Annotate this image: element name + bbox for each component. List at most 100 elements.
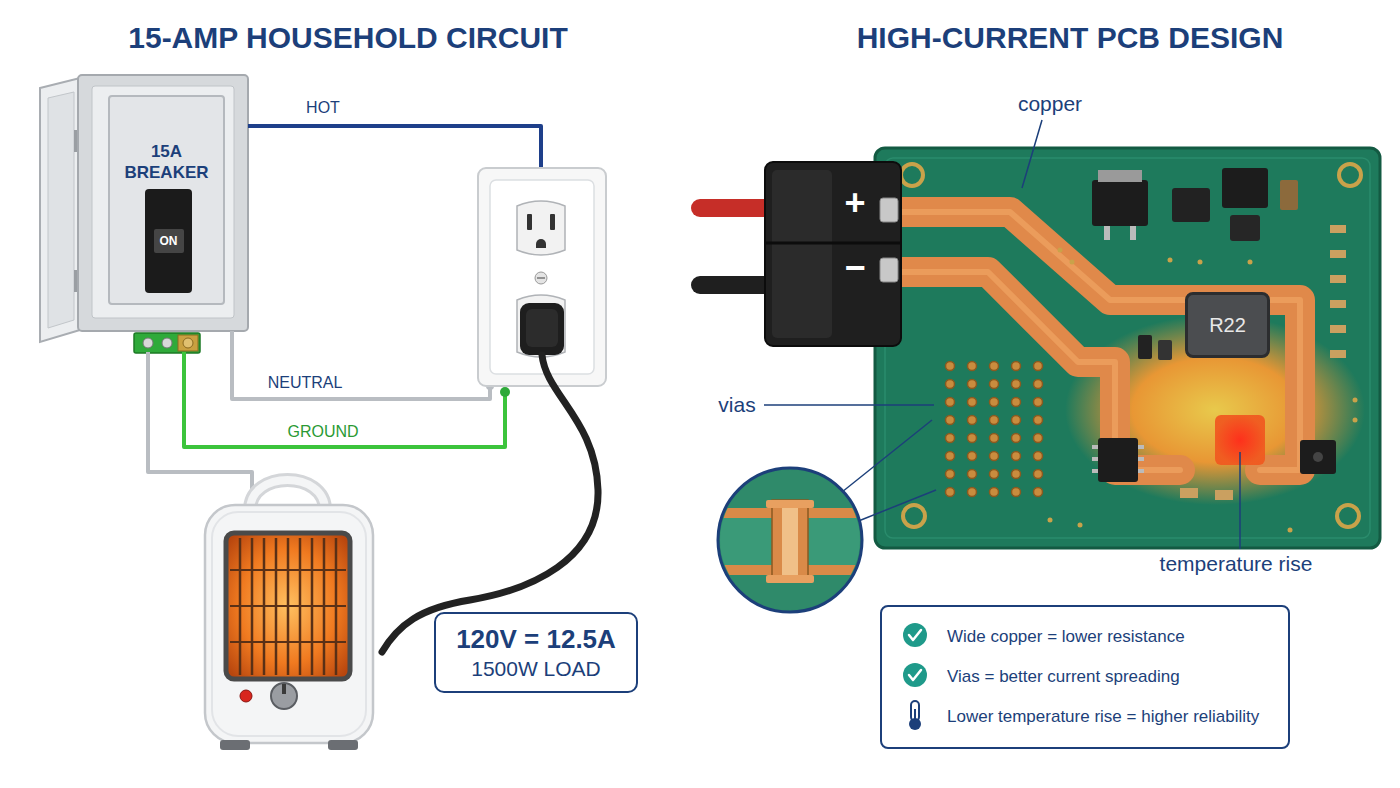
components-part bbox=[1092, 445, 1144, 473]
via-array-part bbox=[946, 380, 955, 389]
benefit-list-text: Lower temperature rise = higher reliabil… bbox=[947, 697, 1259, 737]
benefit-list-text: Wide copper = lower resistance bbox=[947, 617, 1185, 657]
circuit-board-part bbox=[885, 158, 1370, 538]
via-array-part bbox=[1012, 452, 1021, 461]
via-array-part bbox=[968, 380, 977, 389]
components-part bbox=[1330, 275, 1346, 283]
components-part bbox=[1330, 325, 1346, 333]
panel-title: 15-AMP HOUSEHOLD CIRCUIT bbox=[128, 21, 567, 56]
leader-lines-part bbox=[1022, 120, 1042, 188]
via-array-part bbox=[990, 488, 999, 497]
check-icons-part bbox=[903, 623, 927, 647]
via-zoom-part-part bbox=[772, 500, 808, 582]
via-array-part bbox=[968, 434, 977, 443]
via-zoom-part bbox=[842, 420, 932, 492]
via-zoom-part-part bbox=[766, 575, 814, 583]
space-heater-part bbox=[226, 533, 350, 679]
leader-lines bbox=[764, 120, 1240, 549]
wire-label: HOT bbox=[306, 99, 340, 117]
plug bbox=[382, 303, 598, 652]
components-part bbox=[1048, 248, 1358, 533]
space-heater-part-part bbox=[230, 569, 346, 571]
load-box-text: 120V = 12.5A bbox=[456, 623, 616, 656]
load-box: 120V = 12.5A1500W LOAD bbox=[434, 612, 638, 693]
components-part bbox=[1158, 340, 1172, 360]
via-zoom-part bbox=[856, 490, 936, 522]
neutral-wire-part bbox=[232, 331, 490, 399]
via-array-part bbox=[990, 416, 999, 425]
components bbox=[1048, 168, 1358, 533]
via-array bbox=[946, 362, 1043, 497]
terminal-block-part bbox=[880, 198, 898, 222]
components-part-part bbox=[1092, 469, 1098, 473]
components-part bbox=[1330, 225, 1346, 233]
via-array-part bbox=[968, 488, 977, 497]
components-part-part bbox=[1353, 418, 1358, 423]
components-part bbox=[1130, 226, 1136, 240]
components-part bbox=[1138, 335, 1152, 359]
via-zoom-part bbox=[700, 470, 880, 610]
breaker-enclosure bbox=[40, 75, 248, 342]
breaker-enclosure-part bbox=[92, 86, 234, 318]
components-part-part bbox=[1138, 469, 1144, 473]
wall-outlet-part bbox=[517, 201, 565, 255]
breaker-switch-text: ON bbox=[154, 229, 184, 253]
panel-title: HIGH-CURRENT PCB DESIGN bbox=[857, 21, 1284, 56]
circuit-board-part bbox=[875, 148, 1380, 548]
terminal-bar-part bbox=[134, 333, 200, 353]
via-array-part bbox=[990, 452, 999, 461]
components-part-part bbox=[1168, 258, 1173, 263]
terminal-block bbox=[765, 162, 901, 346]
benefit-list-text: Vias = better current spreading bbox=[947, 657, 1180, 697]
breaker-panel-text: 15A BREAKER bbox=[119, 141, 214, 184]
wall-outlet-part bbox=[527, 214, 532, 230]
callout-label: temperature rise bbox=[1160, 552, 1313, 576]
components-part-part bbox=[1078, 523, 1083, 528]
via-array-part bbox=[1012, 416, 1021, 425]
breaker-panel: 15A BREAKER ON bbox=[108, 95, 225, 305]
components-part bbox=[1092, 180, 1148, 226]
components-part bbox=[1222, 168, 1268, 208]
via-array-part bbox=[1012, 488, 1021, 497]
ground-wire bbox=[184, 352, 510, 447]
components-part bbox=[1313, 452, 1323, 462]
check-icons-part bbox=[909, 670, 921, 680]
wall-outlet-part bbox=[536, 239, 546, 248]
via-array-part bbox=[1034, 380, 1043, 389]
space-heater-part bbox=[328, 740, 358, 750]
check-icons-part bbox=[911, 701, 919, 721]
space-heater-part bbox=[282, 684, 286, 694]
hot-wire bbox=[248, 126, 541, 170]
callout-label: copper bbox=[1018, 92, 1082, 116]
via-zoom-part-part bbox=[700, 470, 880, 610]
check-icons-part bbox=[914, 709, 916, 722]
components-part-part bbox=[1353, 398, 1358, 403]
via-array-part bbox=[946, 398, 955, 407]
callout-label: vias bbox=[718, 393, 755, 417]
wire-label: NEUTRAL bbox=[268, 374, 343, 392]
components-part bbox=[1172, 188, 1210, 222]
terminal-block-part bbox=[765, 242, 901, 245]
components-part bbox=[1215, 490, 1233, 500]
via-array-part bbox=[990, 380, 999, 389]
components-part-part bbox=[1138, 445, 1144, 449]
components-part bbox=[1180, 488, 1198, 498]
heater-wire-part bbox=[148, 352, 252, 492]
via-zoom-part-part bbox=[766, 500, 814, 508]
inductor-text: R22 bbox=[1209, 314, 1246, 337]
components-part bbox=[1104, 226, 1110, 240]
via-array-part bbox=[990, 398, 999, 407]
copper-traces-part bbox=[900, 272, 1180, 470]
via-array-part bbox=[990, 434, 999, 443]
circuit-board-part-part bbox=[1339, 164, 1361, 186]
check-icons-part bbox=[903, 663, 927, 687]
via-array-part bbox=[1012, 434, 1021, 443]
polarity-mark: − bbox=[844, 247, 865, 288]
via-array-part bbox=[946, 416, 955, 425]
via-array-part bbox=[946, 362, 955, 371]
components-part bbox=[1300, 440, 1336, 474]
terminal-block-part bbox=[772, 170, 832, 338]
load-box-text: 1500W LOAD bbox=[471, 656, 601, 682]
